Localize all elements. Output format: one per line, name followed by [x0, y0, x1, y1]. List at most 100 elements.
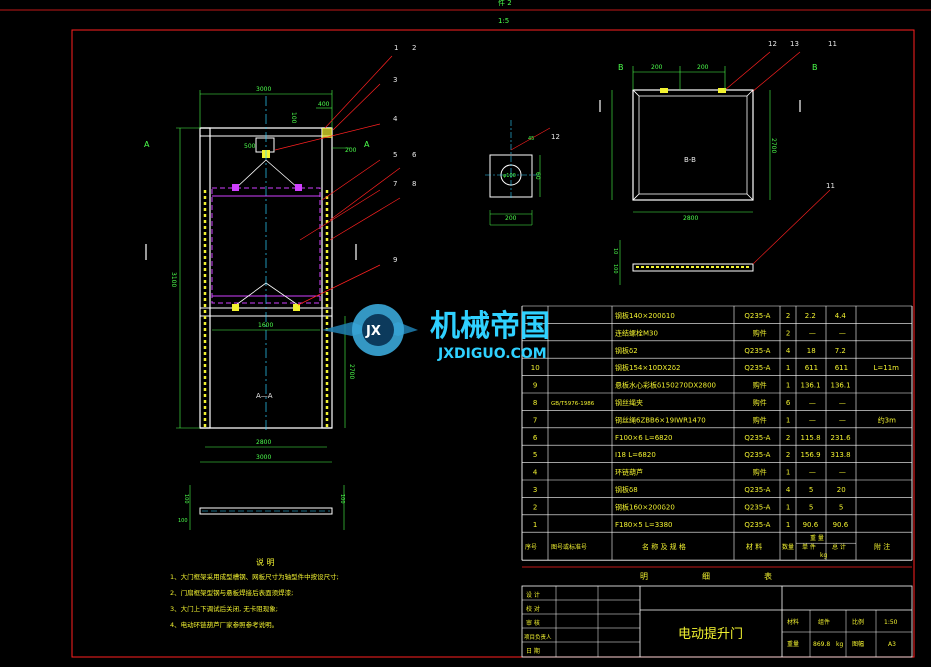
- bom-cell-mat: Q235-A: [744, 451, 770, 459]
- bb-label: B-B: [684, 156, 696, 164]
- bom-cell-no: 6: [533, 434, 538, 442]
- post-cap: [322, 128, 332, 138]
- plate-detail-view: 200 60 φ100 45: [485, 120, 551, 226]
- bom-header-code: 图号或标准号: [551, 543, 587, 551]
- balloon-4: 4: [393, 115, 398, 123]
- dim-200: 200: [345, 147, 357, 154]
- bom-cell-unit: 115.8: [801, 434, 821, 442]
- plate-dim-60: 60: [534, 172, 541, 180]
- bom-cell-mat: Q235-A: [744, 521, 770, 529]
- bom-cell-no: 1: [533, 521, 537, 529]
- logo-url: JXDIGUO.COM: [437, 346, 547, 362]
- bom-cell-total: —: [839, 399, 846, 407]
- bom-cell-mat: Q235-A: [744, 486, 770, 494]
- dim-top-3000: 3000: [256, 86, 271, 93]
- balloon-bb: 11: [826, 182, 835, 190]
- bb-dim-200a: 200: [651, 64, 663, 71]
- bom-cell-total: 4.4: [835, 312, 847, 320]
- bom-cell-name: 连结螺栓M30: [615, 328, 658, 337]
- balloon-6: 6: [412, 151, 417, 159]
- bom-cell-unit: —: [809, 469, 816, 477]
- bom-header-qty: 数量: [782, 543, 794, 551]
- bom-header-mat: 材 料: [746, 542, 762, 551]
- bb-dims: [611, 66, 771, 213]
- bom-caption-b: 细: [702, 571, 710, 581]
- bom-cell-qty: 2: [786, 329, 790, 337]
- bom-cell-total: 20: [837, 486, 846, 494]
- bom-cell-name: 钢板154×10DX2δ2: [615, 363, 681, 372]
- balloon-8: 8: [412, 180, 416, 188]
- balloon-11: 11: [828, 40, 837, 48]
- bom-header-kg: kg: [820, 552, 827, 559]
- notes-block: 说 明 1、大门框架采用成型槽钢、网板尺寸为轴型件中按设尺寸; 2、门扇框架型钢…: [170, 557, 339, 629]
- bom-cell-unit: —: [809, 399, 816, 407]
- bom-cell-total: —: [839, 469, 846, 477]
- view-label-aa: A—A: [256, 392, 273, 400]
- bom-cell-mat: 购件: [753, 398, 767, 407]
- bom-cell-mat: Q235-A: [744, 347, 770, 355]
- plate-dim-hole: φ100: [503, 173, 516, 179]
- bom-cell-total: —: [839, 416, 846, 424]
- bom-cell-qty: 1: [786, 382, 790, 390]
- bom-cell-qty: 2: [786, 434, 790, 442]
- bom-cell-total: 5: [839, 503, 843, 511]
- rope-clamp-right: [295, 184, 302, 191]
- bom-cell-mat: 购件: [753, 381, 767, 390]
- bom-cell-no: 10: [531, 364, 540, 372]
- bb-frame-outer: [632, 89, 754, 201]
- note-4: 4、电动环链葫芦厂家参照参考说明。: [170, 620, 278, 629]
- plate-dim-ext: [489, 210, 533, 226]
- dim-100: 100: [290, 112, 297, 124]
- bom-cell-no: 3: [533, 486, 537, 494]
- bom-header-weight: 重 量: [810, 534, 824, 542]
- rope-clamp-left-low: [232, 304, 239, 311]
- bom-cell-unit: 5: [809, 486, 813, 494]
- balloon-13: 13: [790, 40, 799, 48]
- bom-cell-unit: —: [809, 416, 816, 424]
- watermark-logo: JX 机械帝国 JXDIGUO.COM: [322, 304, 550, 362]
- bb-dim-200b: 200: [697, 64, 709, 71]
- bom-cell-total: —: [839, 329, 846, 337]
- bom-cell-name: 钢板140×200δ10: [615, 311, 675, 320]
- dim-3000b: 3000: [256, 454, 271, 461]
- logo-mark: JX: [365, 324, 381, 339]
- tb-weight-value: 869.8: [813, 641, 830, 648]
- dim-plan-100b: 100: [178, 518, 188, 524]
- lower-rope: [235, 282, 299, 306]
- balloon-5: 5: [393, 151, 397, 159]
- bom-cell-qty: 4: [786, 486, 791, 494]
- view-label-a-right: A: [364, 140, 370, 149]
- bom-cell-name: 钢板δ2: [615, 346, 638, 355]
- balloon-3: 3: [393, 76, 397, 84]
- bom-cell-mat: 购件: [753, 328, 767, 337]
- bb-dim-100: 100: [612, 264, 618, 274]
- balloon-2: 2: [412, 44, 416, 52]
- bom-cell-mat: 购件: [753, 468, 767, 477]
- balloon-9: 9: [393, 256, 397, 264]
- bom-cell-name: 钢板160×200δ20: [615, 502, 675, 511]
- bom-cell-name: 悬板水心彩板δ150270DX2800: [615, 381, 716, 390]
- drawing-title: 电动提升门: [678, 626, 743, 642]
- bom-cell-unit: —: [809, 329, 816, 337]
- balloon-detail: 12: [551, 133, 560, 141]
- tb-scale-label: 比例: [852, 618, 864, 626]
- bom-cell-qty: 2: [786, 451, 790, 459]
- bom-cell-unit: 611: [805, 364, 818, 372]
- leader-lines: [274, 51, 801, 306]
- bom-cell-mat: Q235-A: [744, 364, 770, 372]
- bom-cell-qty: 4: [786, 347, 791, 355]
- bom-header-note: 附 注: [874, 542, 890, 551]
- bom-cell-mat: Q235-A: [744, 312, 770, 320]
- bb-lug-left: [660, 88, 668, 93]
- bom-cell-qty: 1: [786, 469, 790, 477]
- bom-cell-note: L=11m: [874, 364, 900, 372]
- tb-label-check: 校 对: [526, 605, 540, 613]
- dim-plan-100c: 100: [339, 494, 345, 504]
- bom-cell-unit: 18: [807, 347, 816, 355]
- bb-lug-right: [718, 88, 726, 93]
- bom-cell-no: 2: [533, 503, 537, 511]
- gate-elevation-view: 3000 400 100 200 500 3100 1600 2700 2800…: [144, 86, 370, 530]
- bom-cell-total: 611: [835, 364, 848, 372]
